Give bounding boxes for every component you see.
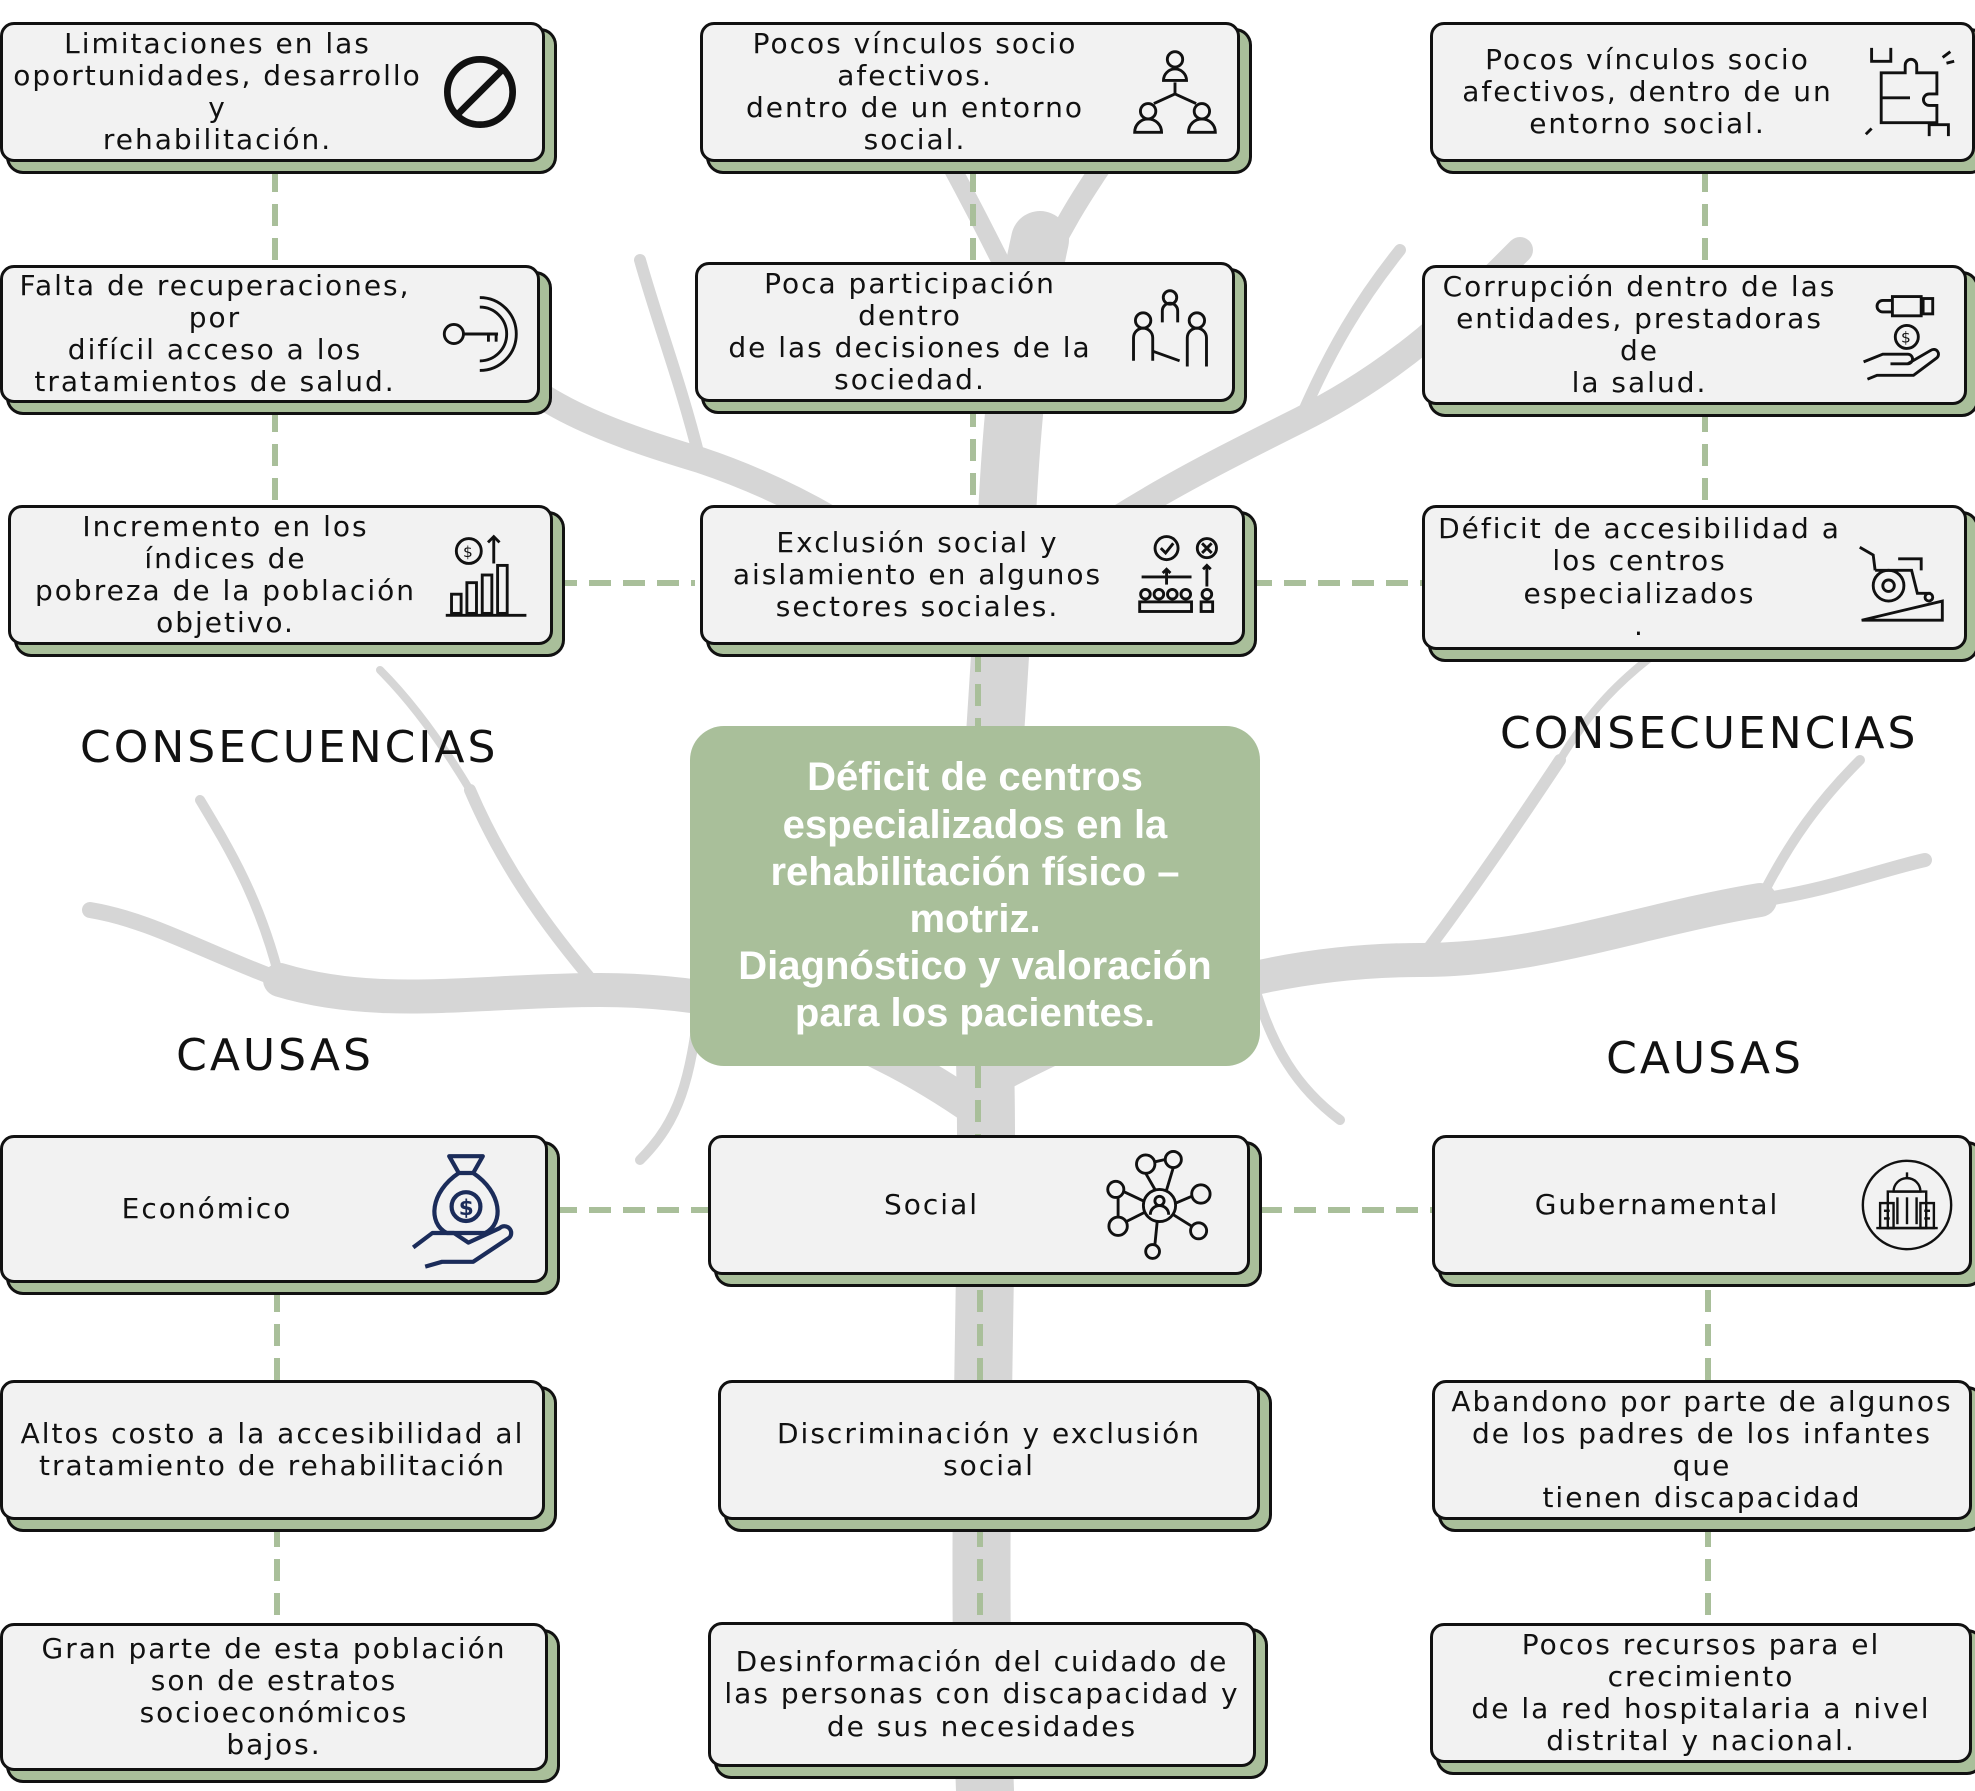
group-exclusion-icon [1132, 527, 1228, 623]
consequence-card-middle-2: Poca participación dentro de las decisio… [695, 262, 1235, 402]
card-text: Pocos vínculos socio afectivos, dentro d… [1462, 42, 1833, 141]
central-problem-text: Déficit de centros especializados en la … [738, 755, 1212, 1036]
card-text: Poca participación dentro de las decisio… [728, 266, 1092, 397]
cause-card-left-3: Gran parte de esta población son de estr… [0, 1623, 548, 1771]
heading-consecuencias-right: CONSECUENCIAS [1500, 708, 1919, 759]
heading-causas-left: CAUSAS [176, 1030, 374, 1081]
money-bar-chart-icon: $ [440, 527, 536, 623]
prohibited-icon [432, 44, 528, 140]
card-text: Desinformación del cuidado de las person… [724, 1645, 1240, 1743]
consequence-card-middle-3: Exclusión social y aislamiento en alguno… [700, 505, 1245, 645]
svg-text:$: $ [459, 1196, 474, 1221]
card-text: Discriminación y exclusión social [777, 1416, 1201, 1482]
bribe-icon: $ [1854, 287, 1950, 383]
card-text: Gubernamental [1534, 1187, 1780, 1221]
consequence-card-left-2: Falta de recuperaciones, por difícil acc… [0, 265, 540, 403]
cause-card-middle-1: Social [708, 1135, 1250, 1275]
cause-card-left-1: Económico $ [0, 1135, 548, 1283]
cause-card-right-1: Gubernamental [1432, 1135, 1972, 1275]
heading-consecuencias-left: CONSECUENCIAS [80, 722, 499, 773]
card-text: Pocos vínculos socio afectivos. dentro d… [746, 26, 1084, 157]
social-network-icon [1102, 1148, 1217, 1263]
svg-text:$: $ [463, 543, 473, 561]
cause-card-right-2: Abandono por parte de algunos de los pad… [1432, 1380, 1972, 1520]
consequence-card-middle-1: Pocos vínculos socio afectivos. dentro d… [700, 22, 1240, 162]
government-building-icon [1859, 1157, 1955, 1253]
card-text: Exclusión social y aislamiento en alguno… [732, 525, 1103, 624]
consequence-card-right-1: Pocos vínculos socio afectivos, dentro d… [1430, 22, 1975, 162]
heading-causas-right: CAUSAS [1606, 1033, 1804, 1084]
card-text: Corrupción dentro de las entidades, pres… [1442, 269, 1837, 400]
money-bag-hand-icon: $ [401, 1149, 531, 1269]
card-text: Gran parte de esta población son de estr… [41, 1631, 507, 1762]
people-discussion-icon [1122, 284, 1218, 380]
card-text: Incremento en los índices de pobreza de … [35, 509, 416, 640]
puzzle-hands-icon [1862, 44, 1958, 140]
consequence-card-right-3: Déficit de accesibilidad a los centros e… [1422, 505, 1967, 650]
consequence-card-left-3: Incremento en los índices de pobreza de … [8, 505, 553, 645]
card-text: Altos costo a la accesibilidad al tratam… [20, 1416, 525, 1482]
cause-card-middle-2: Discriminación y exclusión social [718, 1380, 1260, 1520]
card-text: Falta de recuperaciones, por difícil acc… [19, 268, 411, 399]
people-network-icon [1127, 44, 1223, 140]
central-problem-box: Déficit de centros especializados en la … [690, 726, 1260, 1066]
consequence-card-right-2: Corrupción dentro de las entidades, pres… [1422, 265, 1967, 405]
card-text: Déficit de accesibilidad a los centros e… [1438, 512, 1841, 642]
card-text: Abandono por parte de algunos de los pad… [1451, 1384, 1953, 1515]
card-text: Social [883, 1187, 979, 1221]
key-icon [427, 286, 523, 382]
consequence-card-left-1: Limitaciones en las oportunidades, desar… [0, 22, 545, 162]
cause-card-left-2: Altos costo a la accesibilidad al tratam… [0, 1380, 545, 1520]
card-text: Limitaciones en las oportunidades, desar… [13, 26, 422, 157]
card-text: Pocos recursos para el crecimiento de la… [1471, 1627, 1931, 1758]
cause-card-middle-3: Desinformación del cuidado de las person… [708, 1622, 1256, 1767]
card-text: Económico [121, 1191, 293, 1225]
wheelchair-ramp-icon [1854, 530, 1950, 626]
svg-text:$: $ [1901, 329, 1911, 347]
cause-card-right-3: Pocos recursos para el crecimiento de la… [1430, 1623, 1972, 1763]
